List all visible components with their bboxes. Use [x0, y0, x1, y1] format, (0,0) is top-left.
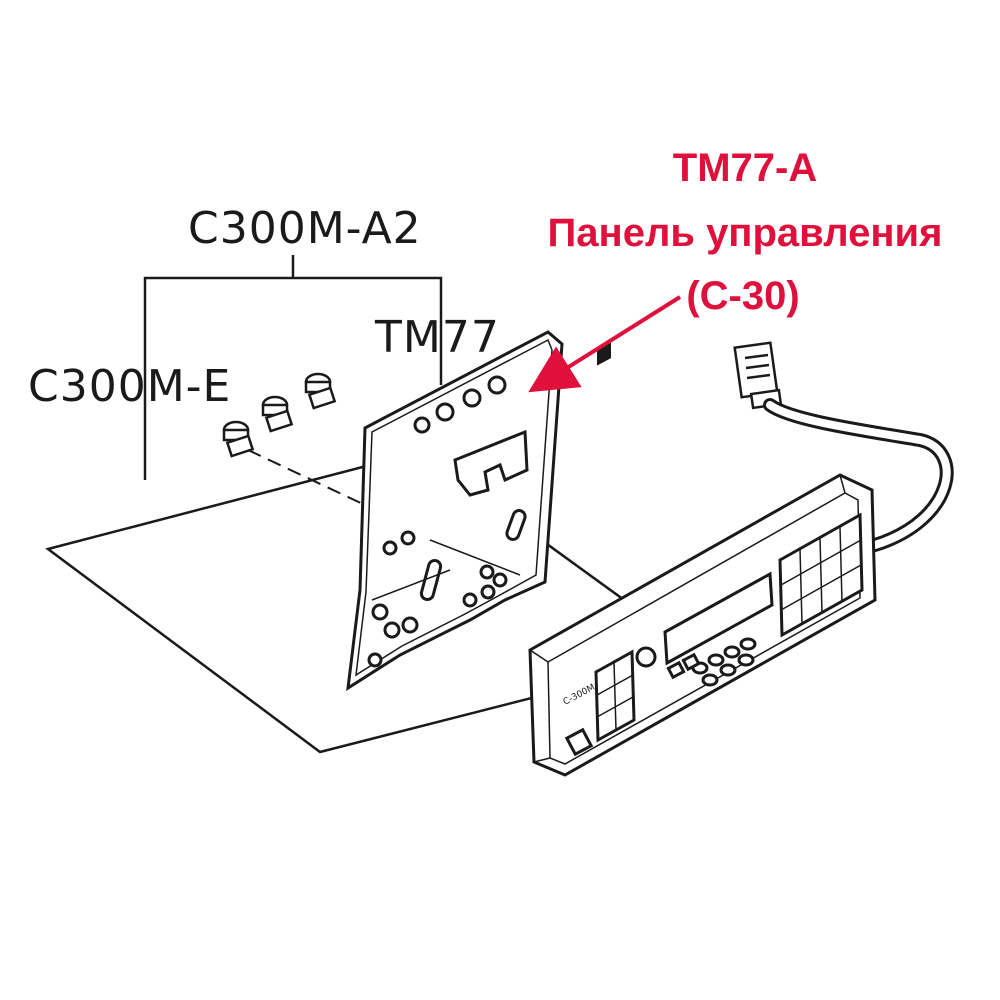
- assembly-bracket: [143, 255, 443, 480]
- callout-title: TM77-A: [672, 146, 818, 190]
- screw: [222, 420, 255, 458]
- callout-description: Панель управления: [547, 211, 943, 255]
- label-c300m-e: C300M-E: [28, 361, 232, 412]
- alignment-dashed-line: [247, 449, 366, 506]
- label-tm77: TM77: [375, 312, 500, 363]
- cable-connector: [733, 341, 783, 410]
- screw: [304, 372, 337, 410]
- label-c300m-a2: C300M-A2: [188, 203, 422, 254]
- callout-arrow: [528, 295, 682, 393]
- control-panel-c30: [528, 340, 877, 777]
- tm77-bracket-plate: [346, 330, 564, 691]
- screw: [261, 395, 294, 433]
- callout-model: (C-30): [686, 274, 800, 318]
